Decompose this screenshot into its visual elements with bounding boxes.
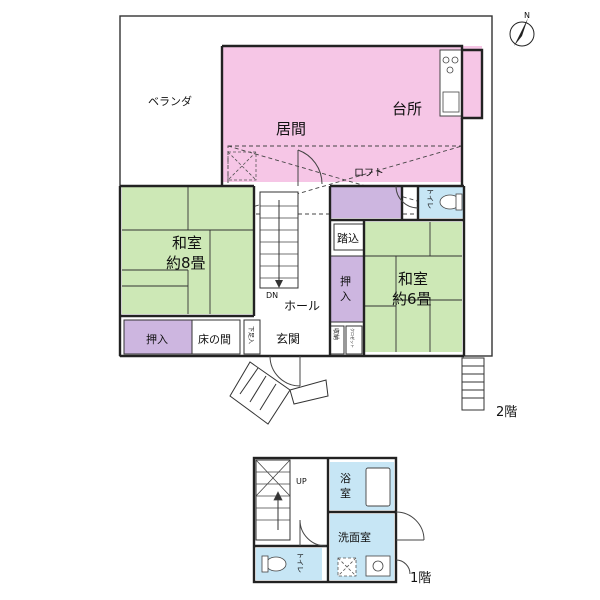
compass: N [509,11,535,47]
tatami-lines-6 [364,222,462,352]
walls-1f [252,456,398,584]
living-kitchen-room [222,46,462,182]
label-fumikomi: 踏込 [337,231,359,245]
floor-1: UP 浴 室 洗面室 トイレ 1階 [252,456,431,586]
label-washroom: 洗面室 [338,530,371,544]
label-floor-1: 1階 [410,571,431,586]
oshiire-left-room [123,319,193,355]
tokonoma-room [191,319,241,355]
label-bath-2: 室 [340,486,351,500]
door-arcs-2f [269,149,419,387]
compass-label: N [524,11,530,20]
nando-room [330,186,402,218]
washitsu-6-room [364,222,462,352]
label-dn: DN [266,291,278,300]
oshiire-right-room [329,255,365,323]
label-bath-1: 浴 [340,472,351,485]
label-veranda: ベランダ [148,94,192,108]
closet-storage [345,325,363,355]
walls-2f [118,44,484,358]
label-closet: クロゼット [350,328,356,348]
label-tokonoma: 床の間 [198,332,231,346]
label-washitsu8-2: 約8畳 [166,254,206,272]
floor-2: ベランダ 居間 台所 ロフト トイレ 和室 約8畳 踏込 押 入 和室 約6畳 … [118,15,517,425]
label-genkan: 玄関 [276,331,300,346]
label-oshiire-right-2: 入 [340,290,351,303]
label-living: 居間 [276,120,306,138]
fumikomi-room [333,223,365,251]
hatched-square [227,151,257,181]
label-oshiire-right-1: 押 [340,274,351,288]
label-shuno: 収納 [332,328,340,340]
compass-icon [509,21,535,47]
exterior-stairs-right [461,357,485,411]
stairs-1f [255,459,291,541]
door-arcs-1f [299,511,425,575]
label-washitsu6-2: 約6畳 [392,290,432,308]
label-washitsu8-1: 和室 [172,234,202,252]
label-shoes: 下足入 [247,326,254,344]
kitchen-notch [462,46,482,118]
label-toilet-2f: トイレ [426,188,434,209]
tatami-lines-8 [122,186,254,314]
label-floor-2: 2階 [496,405,517,420]
label-up: UP [296,477,307,486]
shoes-storage [243,319,261,355]
kitchen-counter [439,49,463,117]
entrance-steps [229,361,329,425]
label-washitsu6-1: 和室 [398,270,428,288]
label-hall: ホール [284,299,320,313]
stairs-2f [259,191,299,289]
label-kitchen: 台所 [392,100,422,118]
label-toilet-1f: トイレ [296,552,304,573]
label-oshiire-left: 押入 [146,332,168,346]
label-loft: ロフト [354,168,384,179]
